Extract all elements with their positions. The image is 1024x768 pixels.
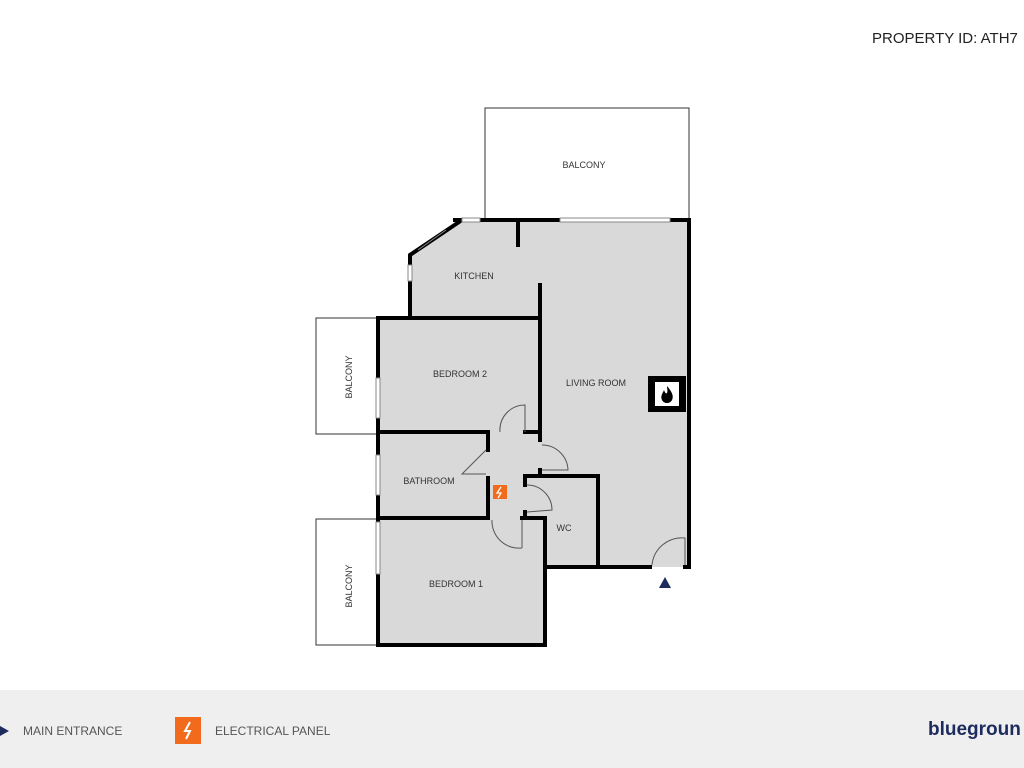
bedroom2-area	[378, 318, 540, 432]
balcony-top	[484, 107, 690, 221]
legend-main-entrance: MAIN ENTRANCE	[23, 724, 123, 738]
balcony-left-1	[315, 317, 379, 435]
label-bedroom-2: BEDROOM 2	[433, 369, 487, 379]
floor-plan: BALCONY KITCHEN BEDROOM 2 LIVING ROOM BA…	[315, 107, 691, 647]
brand-logo: bluegroun	[928, 719, 1021, 740]
doors	[460, 404, 686, 566]
label-living-room: LIVING ROOM	[566, 378, 626, 388]
bathroom-area	[378, 432, 488, 518]
kitchen-area	[410, 220, 689, 567]
fireplace-icon	[648, 376, 686, 412]
label-bathroom: BATHROOM	[403, 476, 454, 486]
label-bedroom-1: BEDROOM 1	[429, 579, 483, 589]
label-balcony-top: BALCONY	[562, 160, 605, 170]
label-kitchen: KITCHEN	[454, 271, 494, 281]
windows	[375, 217, 671, 575]
walls	[376, 217, 691, 647]
electrical-panel-legend-icon	[175, 717, 201, 744]
label-balcony-left-2: BALCONY	[344, 564, 354, 607]
label-balcony-left-1: BALCONY	[344, 355, 354, 398]
main-entrance-legend-icon	[0, 726, 9, 736]
room-fills	[378, 220, 689, 645]
electrical-panel-icon	[493, 485, 507, 499]
legend-electrical-panel: ELECTRICAL PANEL	[215, 724, 331, 738]
bedroom1-area	[378, 518, 545, 645]
main-entrance-icon	[659, 577, 671, 588]
property-id: PROPERTY ID: ATH7	[872, 30, 1018, 47]
label-wc: WC	[557, 523, 572, 533]
legend-bar: MAIN ENTRANCE ELECTRICAL PANEL bluegroun	[0, 690, 1024, 768]
